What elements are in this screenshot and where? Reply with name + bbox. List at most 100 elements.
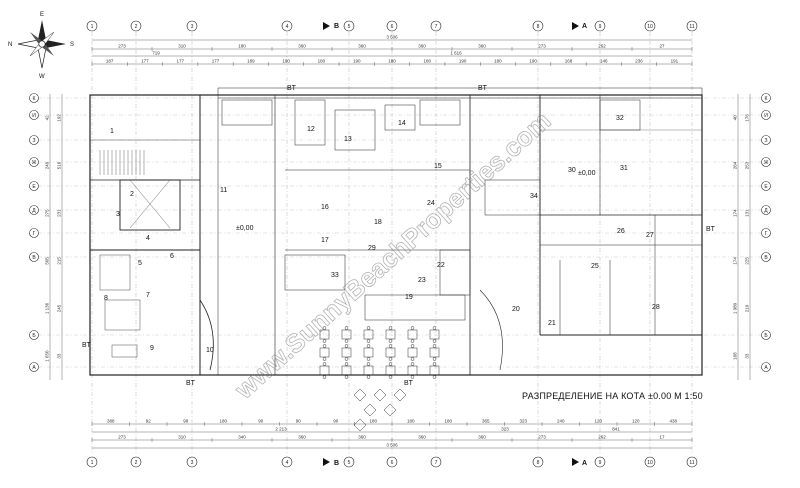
dim-segment: 249: [45, 161, 50, 169]
level-mark-left: ±0,00: [236, 225, 254, 232]
row-axis-label: Е: [32, 184, 36, 190]
room-number: 33: [331, 272, 339, 279]
column-axis-label: 11: [689, 460, 694, 466]
dim-segment: 245: [57, 304, 62, 312]
stairs-hatch: [99, 150, 171, 229]
column-axis-label: 5: [348, 24, 351, 30]
dim-segment: 177: [212, 59, 220, 64]
dim-segment: 174: [733, 257, 738, 265]
dim-segment: 191: [671, 59, 679, 64]
row-axis-label: Д: [32, 208, 36, 214]
dim-segment: 360: [298, 44, 306, 49]
room-number: 27: [646, 232, 654, 239]
dim-segment: 273: [118, 435, 126, 440]
dim-segment: 1 616: [450, 51, 462, 56]
dim-segment: 438: [669, 419, 677, 424]
dim-segment: 231: [57, 209, 62, 217]
section-mark: B: [334, 460, 339, 467]
bt-label: BT: [186, 380, 196, 387]
column-axis-label: 1: [91, 24, 94, 30]
row-axis-label: З: [32, 138, 35, 144]
dim-segment: 180: [388, 59, 396, 64]
section-mark: A: [582, 460, 587, 467]
row-axis-label: В: [764, 255, 768, 261]
room-number: 5: [138, 260, 142, 267]
room-number: 26: [617, 228, 625, 235]
dim-segment: 180: [318, 59, 326, 64]
dim-segment: 505: [45, 257, 50, 265]
room-number: 3: [116, 211, 120, 218]
dim-segment: 275: [45, 209, 50, 217]
room-number: 21: [548, 320, 556, 327]
dim-segment: 719: [152, 51, 160, 56]
room-number: 14: [398, 120, 406, 127]
room-number: 22: [437, 262, 445, 269]
room-number: 23: [418, 277, 426, 284]
dim-segment: 187: [106, 59, 114, 64]
dim-segment: 360: [418, 44, 426, 49]
bt-label: BT: [404, 380, 414, 387]
room-number: 30: [568, 167, 576, 174]
row-axis-label: Б: [32, 333, 36, 339]
column-axis-label: 8: [537, 24, 540, 30]
dim-segment: 176: [745, 114, 750, 122]
row-axis-label: Г: [33, 231, 36, 237]
bt-label: BT: [287, 85, 297, 92]
column-axis-label: 2: [135, 24, 138, 30]
dim-segment: 168: [733, 352, 738, 360]
dim-segment: 273: [118, 44, 126, 49]
column-axis-label: 7: [435, 460, 438, 466]
dim-total: 2 213: [275, 427, 287, 432]
compass-north: N: [8, 42, 12, 48]
column-axis-label: 9: [599, 24, 602, 30]
dim-segment: 516: [57, 161, 62, 169]
room-number: 20: [512, 306, 520, 313]
dim-segment: 180: [238, 44, 246, 49]
room-number: 32: [616, 115, 624, 122]
dim-segment: 190: [529, 59, 537, 64]
dim-segment: 215: [57, 257, 62, 265]
dim-segment: 310: [178, 44, 186, 49]
dim-segment: 180: [494, 59, 502, 64]
dim-segment: 273: [538, 435, 546, 440]
row-axis-label: З: [764, 138, 767, 144]
bt-label: BT: [478, 85, 488, 92]
dim-segment: 190: [282, 59, 290, 64]
room-number: 15: [434, 163, 442, 170]
dim-segment: 90: [333, 419, 339, 424]
dim-segment: 210: [745, 304, 750, 312]
compass-south: S: [70, 42, 74, 48]
row-axis-label: К: [33, 96, 36, 102]
dim-segment: 1 136: [45, 302, 50, 314]
dim-segment: 1 980: [733, 302, 738, 314]
dim-segment: 360: [298, 435, 306, 440]
drawing-title: РАЗПРЕДЕЛЕНИЕ НА КОТА ±0.00 М 1:50: [522, 391, 703, 401]
room-number: 17: [321, 237, 329, 244]
dim-segment: 262: [598, 435, 606, 440]
room-number: 31: [620, 165, 628, 172]
row-axis-label: И: [764, 113, 768, 119]
row-axis-label: Ж: [764, 160, 769, 166]
room-number: 2: [130, 191, 134, 198]
dim-segment: 92: [146, 419, 152, 424]
room-number: 12: [307, 126, 315, 133]
dim-segment: 180: [219, 419, 227, 424]
dim-segment: 120: [594, 419, 602, 424]
room-number: 29: [368, 245, 376, 252]
compass-rose: E W N S: [8, 12, 74, 80]
dim-segment: 168: [565, 59, 573, 64]
room-number: 13: [344, 136, 352, 143]
row-axis-label: Б: [764, 333, 768, 339]
column-axis-label: 6: [391, 460, 394, 466]
dim-segment: 1 650: [45, 350, 50, 362]
dim-segment: 841: [612, 427, 620, 432]
section-mark: A: [582, 23, 587, 30]
dim-segment: 90: [296, 419, 302, 424]
dim-segment: 90: [258, 419, 264, 424]
room-number: 1: [110, 128, 114, 135]
